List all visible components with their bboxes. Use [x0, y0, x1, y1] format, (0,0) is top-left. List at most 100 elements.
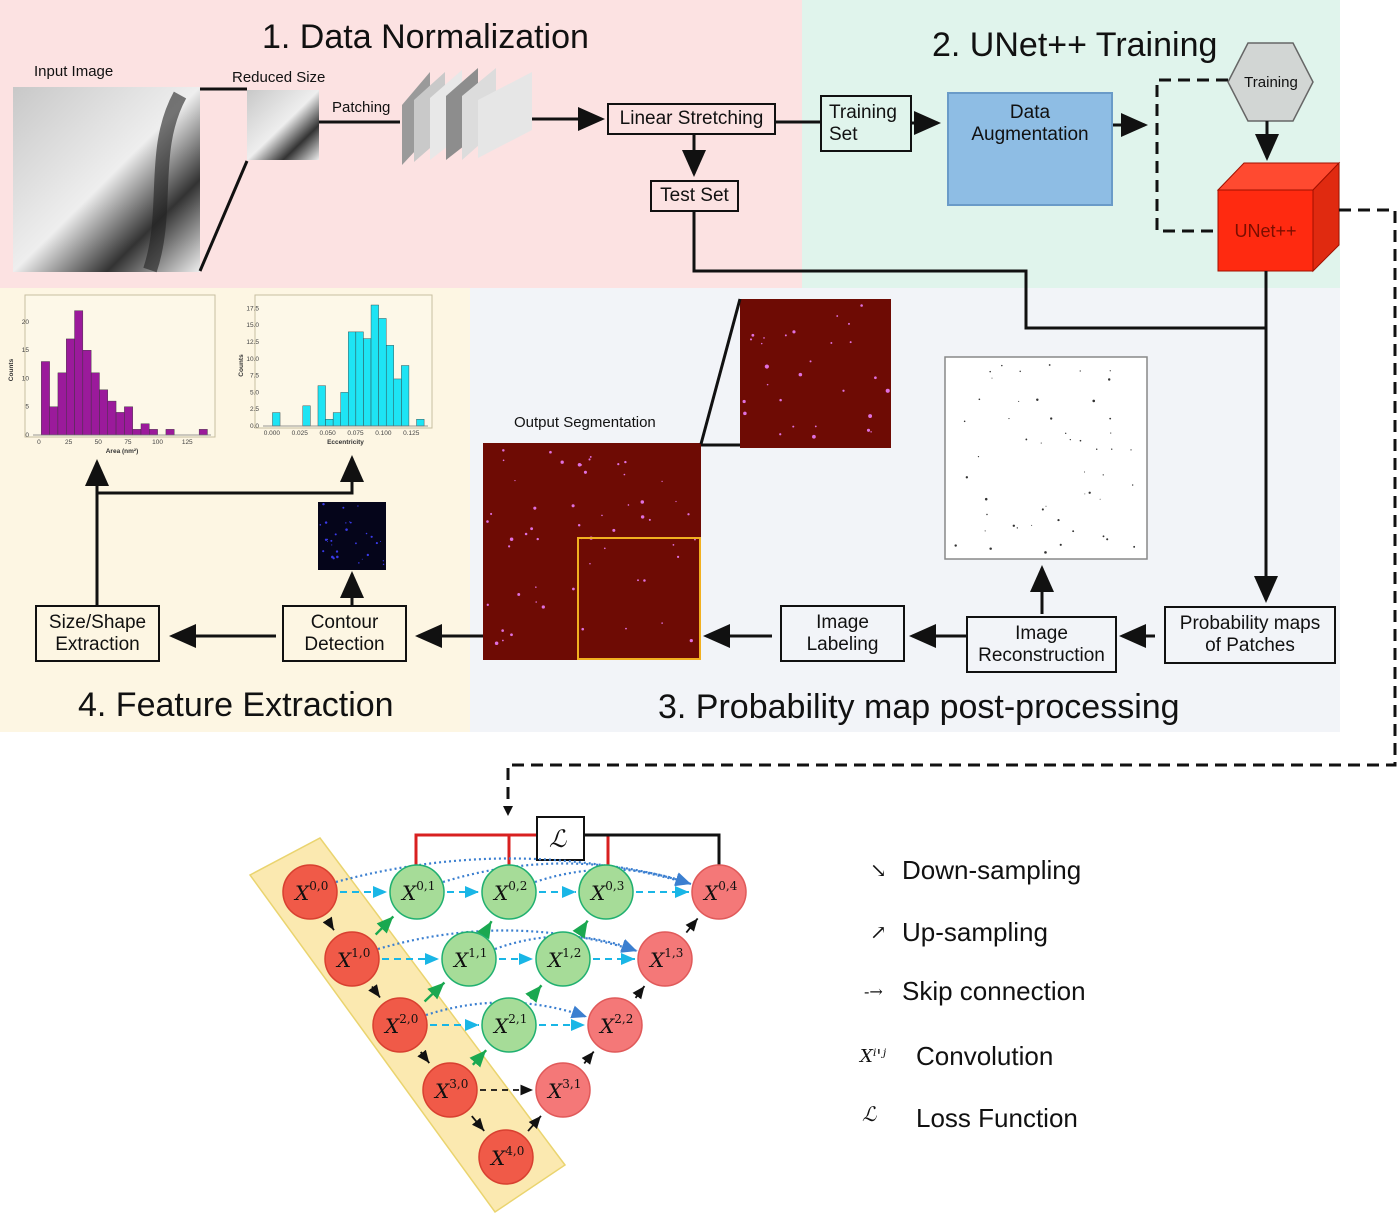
particle-dot: [1092, 399, 1096, 403]
particle-dot: [510, 633, 513, 637]
unet-node-3-0: X3,0: [422, 1062, 478, 1118]
legend-skip-connection: Skip connection: [902, 976, 1086, 1006]
up-sampling-arrow: [572, 919, 589, 939]
particle-dot: [978, 398, 981, 401]
y-axis-label: Counts: [238, 354, 245, 377]
histogram-bar: [90, 372, 100, 436]
output-segmentation-image: [483, 443, 701, 660]
x-tick-label: 0.025: [292, 430, 309, 437]
skip-connection-icon: -→: [864, 982, 883, 1001]
particle-dot: [327, 541, 329, 543]
particle-dot: [1008, 417, 1010, 420]
particle-dot: [583, 470, 587, 474]
particle-dot: [1065, 432, 1067, 434]
particle-dot: [1107, 378, 1111, 381]
node-circle: [422, 1062, 478, 1118]
particle-dot: [627, 504, 630, 506]
particle-dot: [1025, 438, 1028, 441]
histogram-bar: [416, 419, 425, 427]
x-tick-label: 0.000: [264, 430, 281, 437]
x-tick-label: 75: [124, 439, 132, 446]
histogram-bar: [401, 365, 410, 427]
training-set-box: Training Set: [820, 95, 912, 152]
dense-skip-arrow: [377, 929, 638, 953]
particle-dot: [502, 449, 505, 452]
y-tick-label: 2.5: [250, 406, 259, 413]
particle-dot: [517, 593, 521, 596]
contour-detection-box: Contour Detection: [282, 605, 407, 662]
node-circle: [535, 931, 591, 987]
particle-dot: [1133, 545, 1136, 548]
x-tick-label: 50: [95, 439, 103, 446]
unet-cube: [1216, 161, 1341, 273]
image-labeling-box: Image Labeling: [780, 605, 905, 662]
test-set-box: Test Set: [650, 180, 739, 212]
particle-dot: [322, 550, 325, 553]
particle-dot: [743, 411, 747, 416]
y-tick-label: 20: [22, 319, 30, 326]
particle-dot: [672, 543, 675, 546]
particle-dot: [501, 639, 504, 642]
particle-dot: [694, 538, 696, 541]
histogram-bar: [355, 331, 364, 427]
particle-dot: [1111, 448, 1113, 450]
patch-stack: [402, 68, 532, 165]
up-sampling-arrow: [476, 920, 493, 940]
particle-dot: [648, 518, 651, 521]
particle-dot: [1016, 527, 1018, 529]
particle-dot: [779, 433, 782, 436]
histogram-bar: [57, 372, 67, 436]
particle-dot: [502, 459, 505, 462]
node-index: 1,2: [562, 946, 581, 960]
node-circle: [481, 864, 537, 920]
node-circle: [282, 864, 338, 920]
y-tick-label: 5: [25, 404, 29, 411]
legend-up-sampling: Up-sampling: [902, 917, 1048, 947]
particle-dot: [760, 342, 763, 345]
up-sampling-icon: ↗: [870, 920, 887, 944]
particle-dot: [334, 533, 337, 536]
histogram-bar: [99, 389, 108, 436]
particle-dot: [319, 524, 322, 526]
particle-dot: [874, 376, 877, 380]
histogram-bar: [325, 419, 334, 427]
particle-dot: [1109, 417, 1112, 420]
particle-dot: [324, 538, 328, 541]
unet-node-0-0: X0,0: [282, 864, 338, 920]
particle-dot: [1036, 398, 1039, 402]
particle-dot: [830, 342, 833, 344]
particle-dot: [1050, 417, 1053, 420]
particle-dot: [814, 425, 817, 428]
unet-node-4-0: X4,0: [478, 1129, 534, 1185]
x-tick-label: 125: [182, 439, 193, 446]
histogram-bar: [363, 338, 372, 427]
particle-dot: [868, 414, 873, 418]
particle-dot: [577, 523, 581, 527]
unet-node-0-3: X0,3: [578, 864, 634, 920]
histogram-bar: [393, 378, 402, 427]
up-sampling-arrow: [423, 981, 446, 1003]
unet-node-1-3: X1,3: [637, 931, 693, 987]
particle-dot: [963, 420, 966, 423]
node-index: 1,3: [664, 946, 683, 960]
up-sampling-arrow: [632, 985, 646, 1000]
image-reconstruction-box: Image Reconstruction: [966, 616, 1117, 673]
particle-dot: [1084, 493, 1086, 495]
particle-dot: [535, 586, 537, 588]
particle-dot: [382, 563, 385, 566]
node-circle: [478, 1129, 534, 1185]
particle-dot: [836, 315, 839, 317]
histogram-bar: [74, 310, 84, 436]
particle-dot: [1079, 370, 1081, 372]
node-index: 0,0: [309, 879, 328, 893]
section-title-data-normalization: 1. Data Normalization: [262, 18, 589, 56]
loss-function-icon: ℒ: [862, 1102, 877, 1126]
particle-dot: [792, 330, 796, 334]
particle-dot: [501, 629, 504, 632]
particle-dot: [494, 641, 499, 645]
particle-dot: [1012, 524, 1016, 527]
particle-dot: [361, 558, 363, 560]
particle-dot: [687, 513, 690, 516]
particle-dot: [572, 587, 575, 591]
